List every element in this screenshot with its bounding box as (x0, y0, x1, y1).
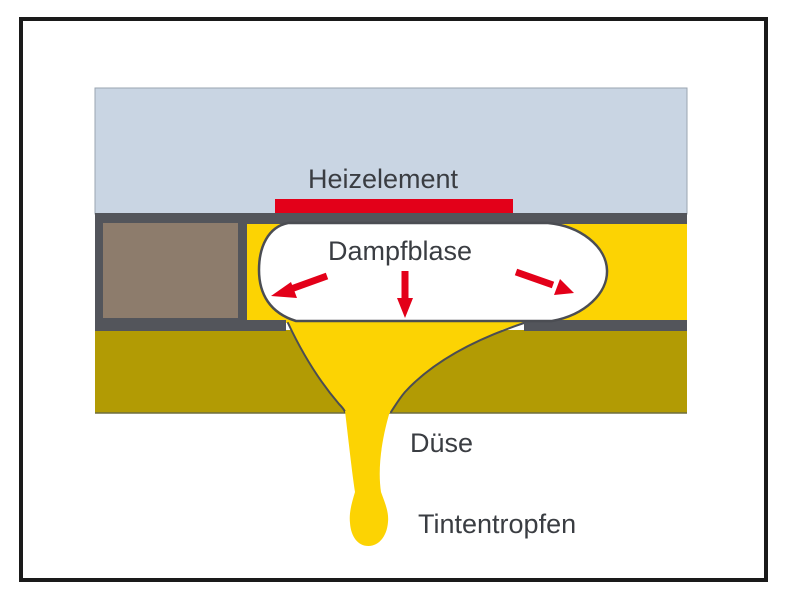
nozzle-funnel-outline-left (287, 322, 346, 413)
label-dampfblase: Dampfblase (328, 236, 472, 266)
pressure-arrow-down-icon (397, 271, 413, 318)
nozzle-funnel (288, 322, 524, 413)
arrow-head (554, 279, 574, 295)
arrow-head (397, 298, 413, 318)
pressure-arrow-down-right-icon (514, 268, 574, 295)
label-heizelement: Heizelement (308, 164, 459, 194)
vapor-bubble (257, 221, 609, 323)
arrow-head (271, 282, 297, 298)
label-tintentropfen: Tintentropfen (418, 509, 576, 539)
ink-stream-and-droplet (345, 411, 390, 546)
top-barrier-layer (95, 213, 687, 224)
heater-bar (275, 199, 513, 214)
arrow-shaft (514, 268, 555, 289)
bottom-layer-right (524, 320, 687, 331)
label-duese: Düse (410, 428, 473, 458)
arrow-shaft (289, 272, 329, 293)
nozzle-funnel-outline-right (390, 322, 525, 413)
pressure-arrow-down-left-icon (271, 272, 329, 298)
substrate-block (94, 87, 688, 215)
resist-block (103, 223, 238, 318)
